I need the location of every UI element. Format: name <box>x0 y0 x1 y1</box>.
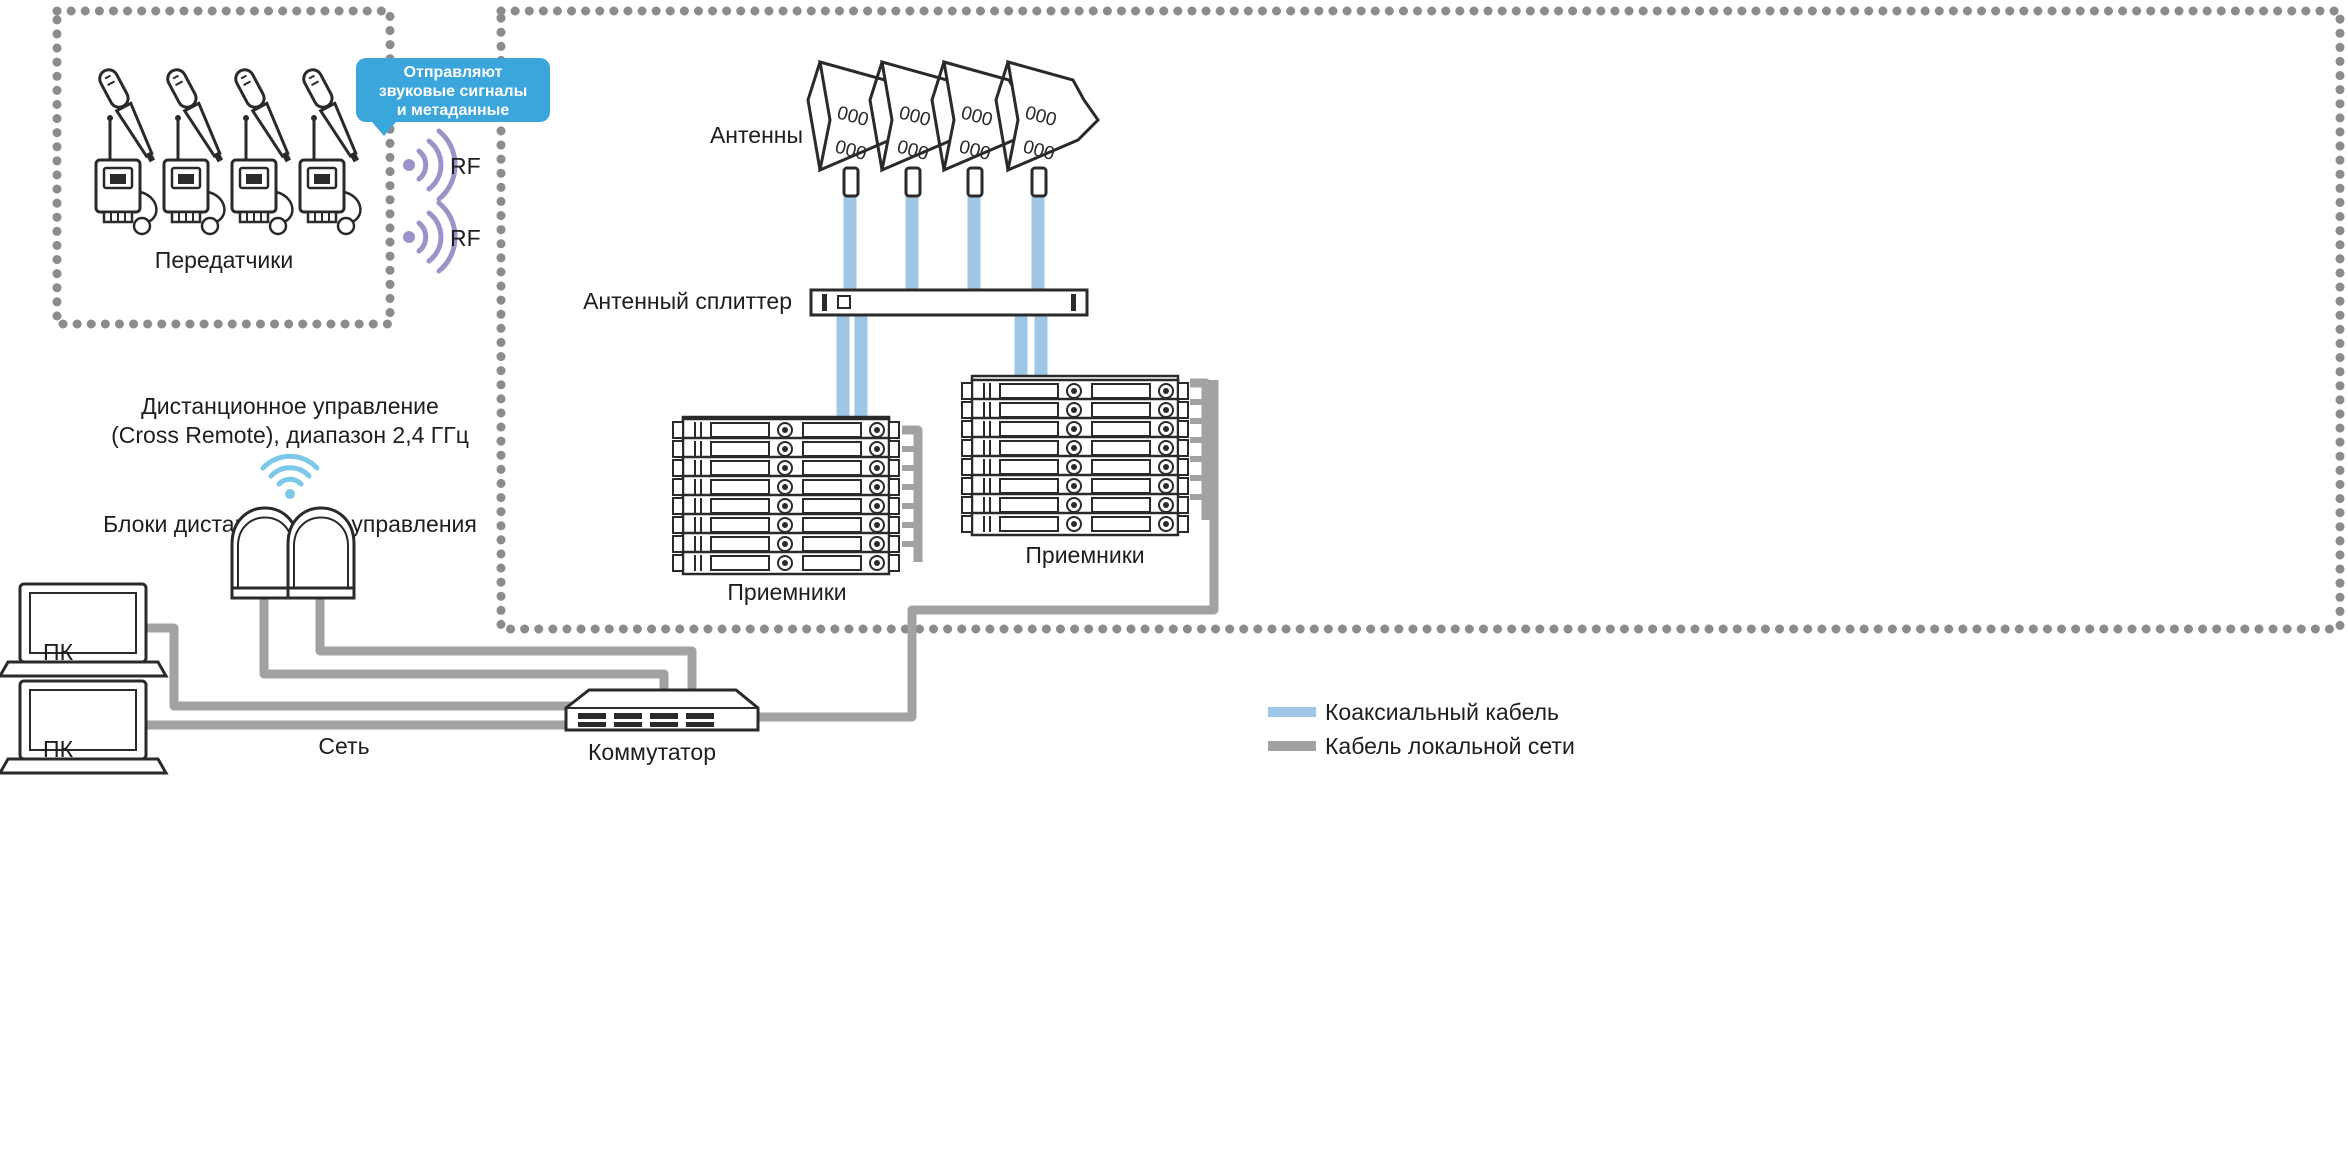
bodypack-transmitter-icon <box>162 113 226 236</box>
handheld-microphone-icon <box>231 65 294 164</box>
remote-label-line-2: (Cross Remote), диапазон 2,4 ГГц <box>111 422 469 448</box>
remote-label-line-1: Дистанционное управление <box>141 393 439 419</box>
handheld-microphones <box>95 65 362 164</box>
handheld-microphone-icon <box>95 65 158 164</box>
remote-control-unit-icon <box>286 506 356 600</box>
receiver-zone <box>496 6 2345 634</box>
legend-lan-label: Кабель локальной сети <box>1325 733 1575 759</box>
laptop-icon <box>0 582 168 678</box>
antenna-splitter-label: Антенный сплиттер <box>583 288 792 314</box>
wifi-icon <box>260 453 320 499</box>
antennas-label: Антенны <box>710 122 803 148</box>
rf-label-1: RF <box>450 153 481 179</box>
rf-label-2: RF <box>450 225 481 251</box>
pc-label-1: ПК <box>43 639 74 665</box>
pc-label-2: ПК <box>43 736 74 762</box>
transmitters-label: Передатчики <box>155 247 293 273</box>
handheld-microphone-icon <box>163 65 226 164</box>
receivers-right-label: Приемники <box>1025 542 1144 568</box>
bodypack-transmitter-icon <box>298 113 362 236</box>
switch-label: Коммутатор <box>588 739 716 765</box>
rf-wave-icon <box>403 203 455 271</box>
bubble-line-1: Отправляют <box>404 64 503 81</box>
laptop-icon <box>0 679 168 775</box>
bodypack-transmitter-icon <box>230 113 294 236</box>
antenna-splitter <box>809 288 1089 317</box>
network-switch <box>564 688 760 732</box>
legend: Коаксиальный кабель Кабель локальной сет… <box>1268 699 1575 759</box>
bubble-line-2: звуковые сигналы <box>379 83 528 100</box>
bodypack-transmitter-icon <box>94 113 158 236</box>
antennas <box>806 60 1100 198</box>
signal-bubble: Отправляют звуковые сигналы и метаданные <box>356 58 550 136</box>
rf-wave-icon <box>403 131 455 199</box>
network-label: Сеть <box>318 733 369 759</box>
receiver-stack-left <box>671 415 918 576</box>
bubble-line-3: и метаданные <box>397 102 510 119</box>
transmitter-zone <box>52 6 395 329</box>
coax-cables <box>836 196 1048 420</box>
legend-coax-label: Коаксиальный кабель <box>1325 699 1559 725</box>
receiver-stack-right <box>960 374 1206 537</box>
receivers-left-label: Приемники <box>727 579 846 605</box>
handheld-microphone-icon <box>299 65 362 164</box>
